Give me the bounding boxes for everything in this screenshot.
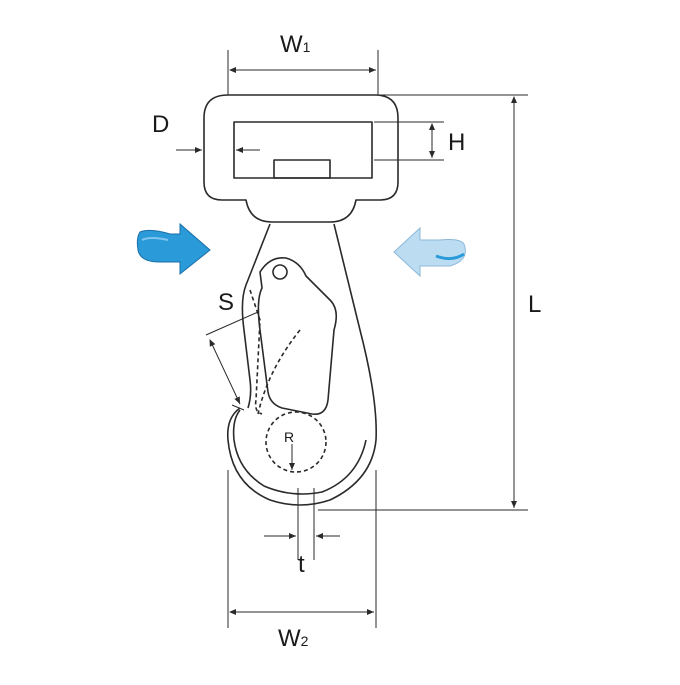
rotate-arrow-icon xyxy=(136,222,211,276)
s-ext-2 xyxy=(231,404,245,411)
top-ring xyxy=(203,94,399,223)
label-l: L xyxy=(528,291,541,318)
label-s: S xyxy=(218,289,234,316)
label-w1: W1 xyxy=(280,31,311,58)
hook-shank xyxy=(226,223,377,506)
label-t: t xyxy=(298,551,305,578)
label-d: D xyxy=(152,111,169,138)
hook-throat xyxy=(232,409,367,495)
dimensions xyxy=(176,50,528,628)
label-r: R xyxy=(284,429,294,445)
hook-body xyxy=(203,94,399,506)
s-ext-1 xyxy=(205,311,259,336)
latch-hidden-line xyxy=(249,289,263,415)
ring-slot-bar xyxy=(273,159,331,179)
latch xyxy=(257,256,338,416)
rotate-arrow-icon xyxy=(393,226,466,278)
label-w2: W2 xyxy=(278,625,309,652)
s-dim-line xyxy=(209,339,241,405)
ring-slot xyxy=(233,121,373,179)
right-rotate-arrow xyxy=(393,226,466,278)
latch-pivot xyxy=(272,264,288,280)
left-rotate-arrow xyxy=(136,222,211,276)
label-h: H xyxy=(448,129,465,156)
r-bore xyxy=(265,411,327,473)
latch-hidden-arc xyxy=(257,329,301,415)
